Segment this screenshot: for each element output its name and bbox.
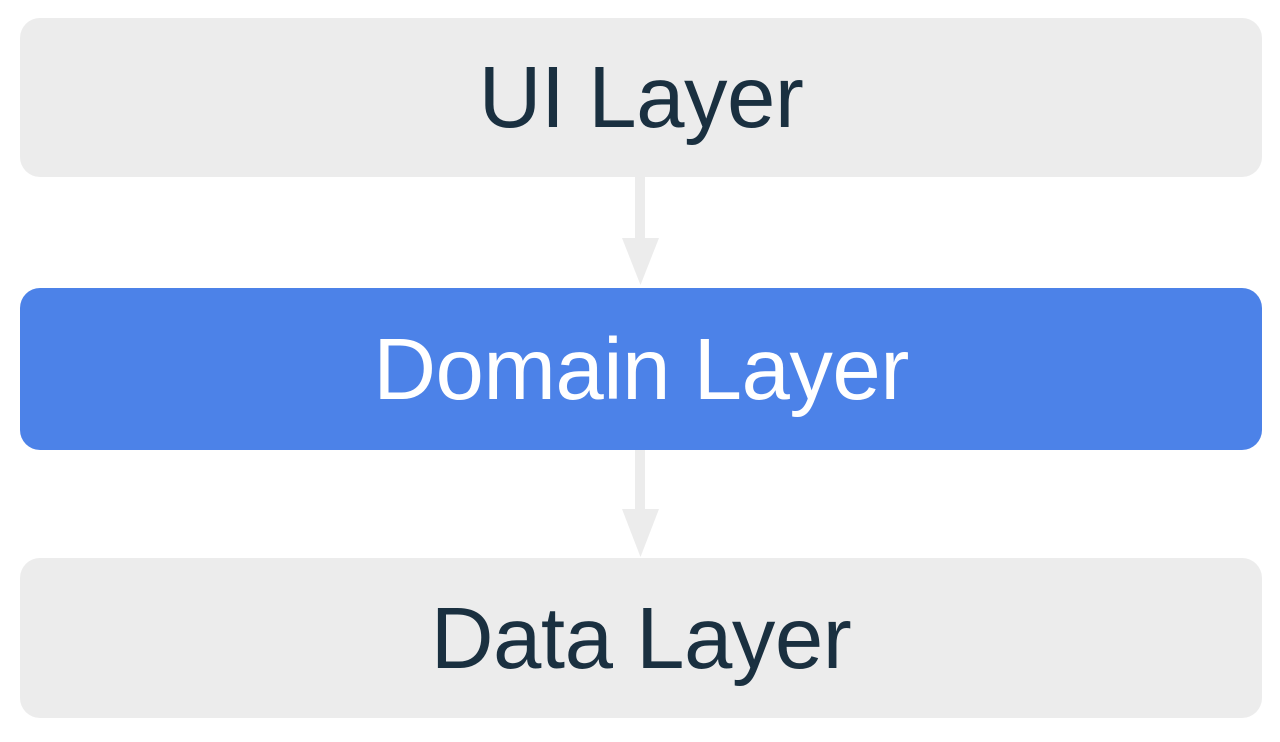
layer-box-domain-layer[interactable]: Domain Layer bbox=[20, 288, 1262, 450]
layer-label-data-layer: Data Layer bbox=[430, 589, 852, 687]
down-arrow-icon bbox=[622, 177, 659, 285]
layer-label-ui-layer: UI Layer bbox=[478, 49, 804, 146]
layer-label-domain-layer: Domain Layer bbox=[373, 320, 909, 418]
down-arrow-icon bbox=[622, 450, 659, 557]
arrow-domain-to-data bbox=[0, 450, 1280, 558]
layer-box-data-layer[interactable]: Data Layer bbox=[20, 558, 1262, 718]
arrow-ui-to-domain bbox=[0, 177, 1280, 288]
layer-box-ui-layer[interactable]: UI Layer bbox=[20, 18, 1262, 177]
